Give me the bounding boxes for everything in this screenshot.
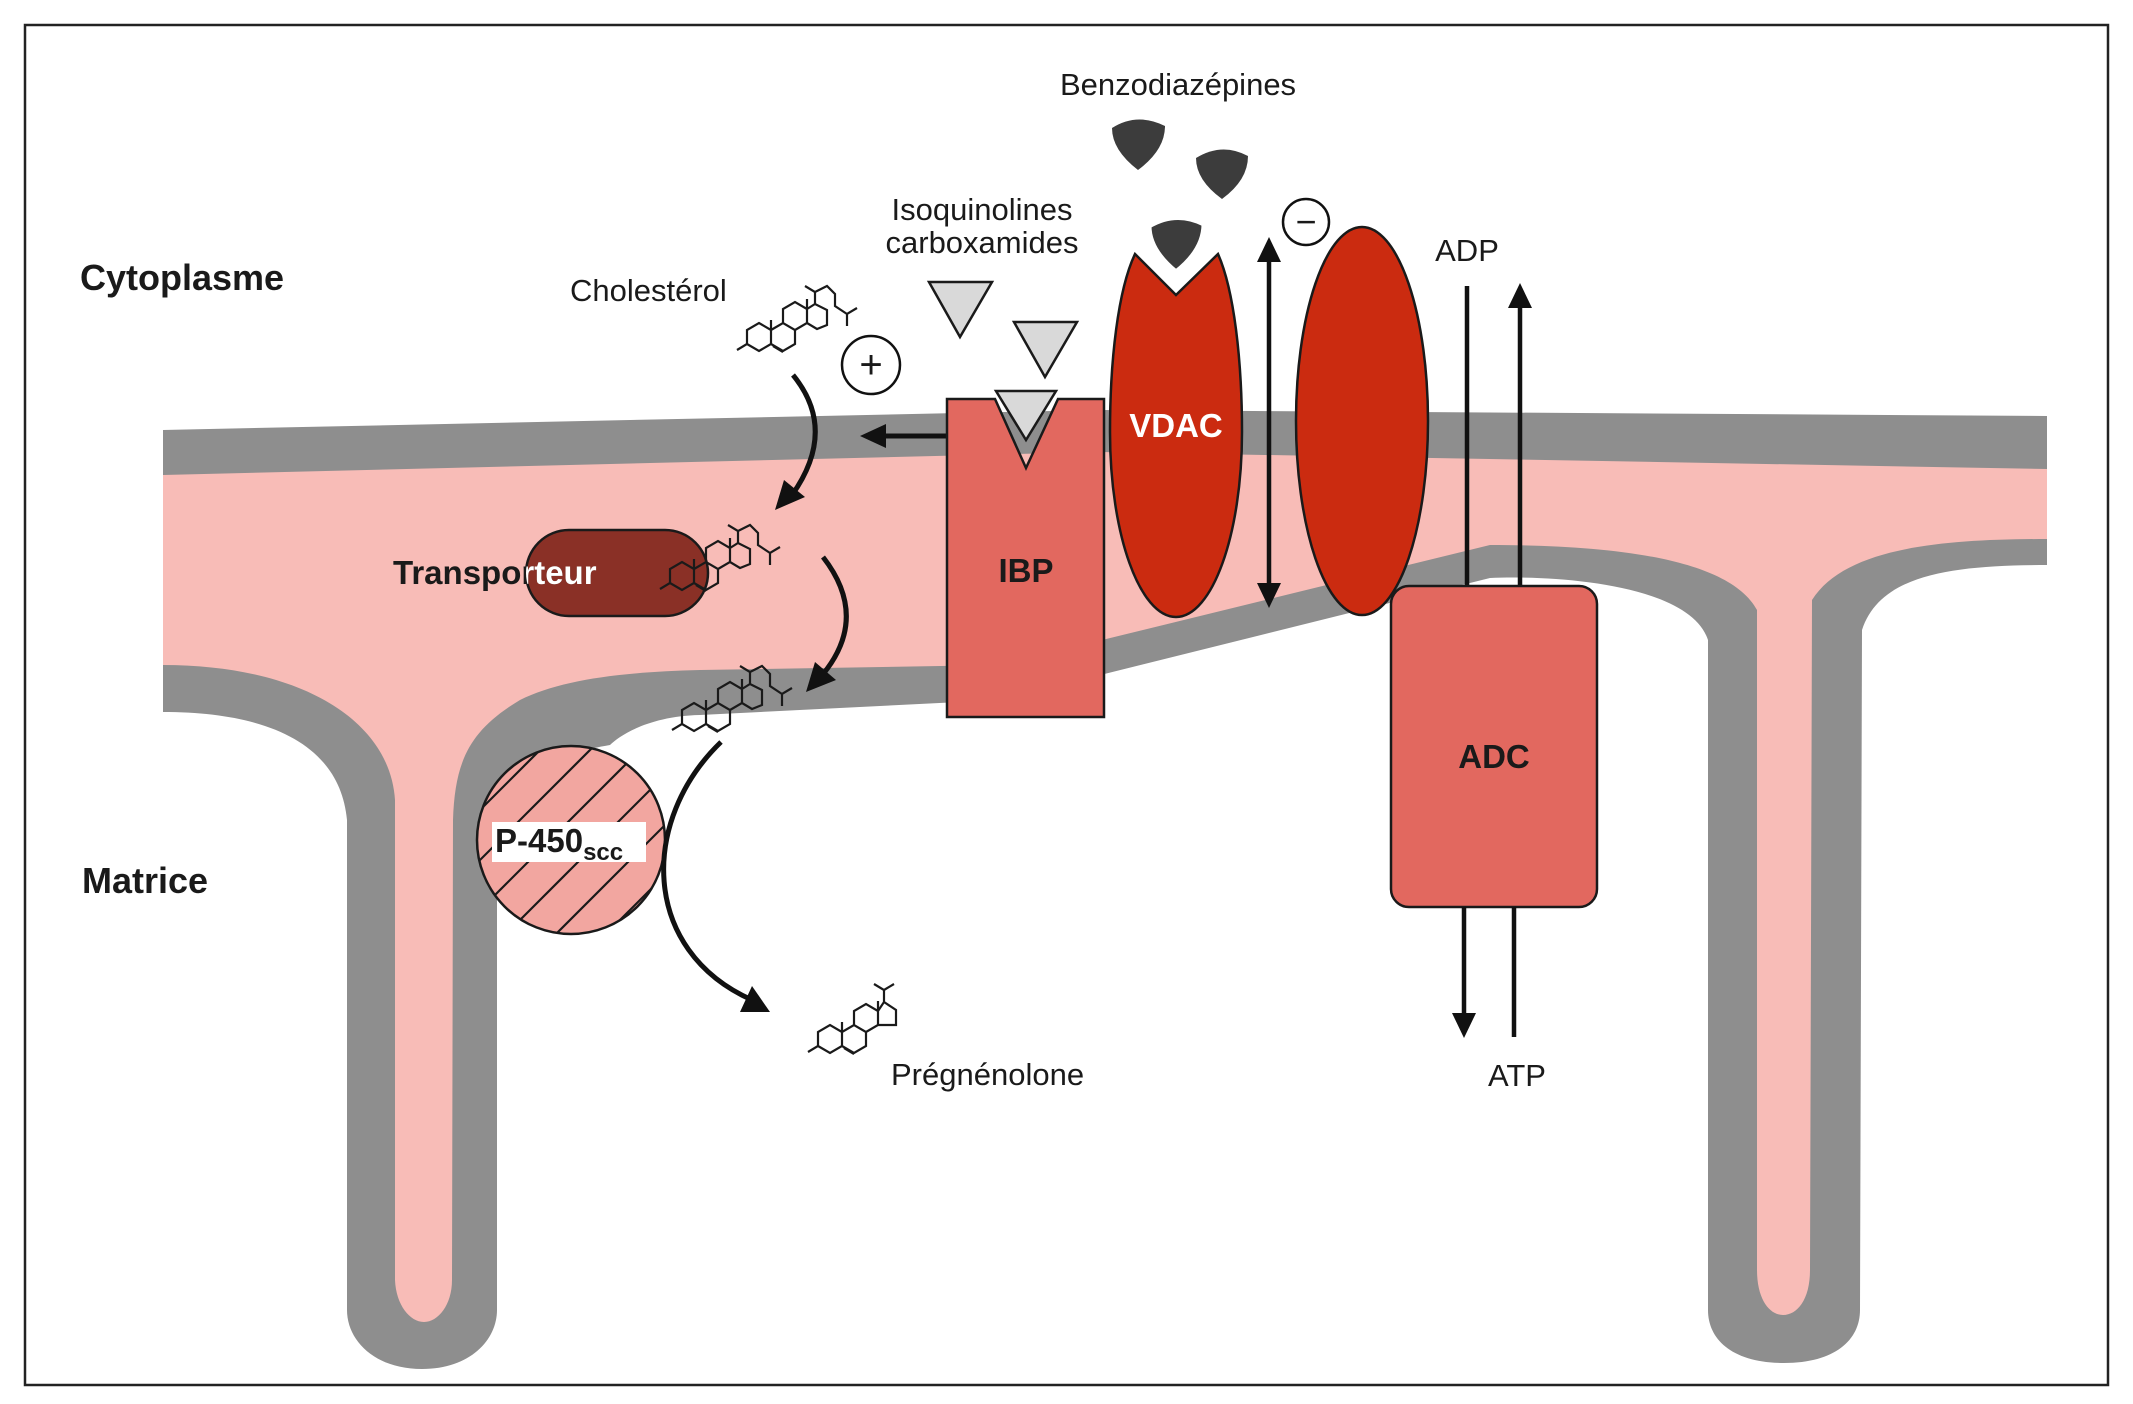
benzodiazepine-bound-icon bbox=[1146, 215, 1207, 276]
ibp-receptor[interactable]: IBP bbox=[945, 389, 1106, 719]
vdac-channel[interactable]: VDAC bbox=[1108, 215, 1430, 619]
arrowhead-icon bbox=[1508, 283, 1532, 308]
transporter-label: Transporteur bbox=[393, 554, 597, 591]
vdac-gating-double-arrow bbox=[1257, 237, 1281, 608]
vdac-label: VDAC bbox=[1129, 407, 1223, 444]
isoquinoline-triangle-icon bbox=[926, 280, 995, 340]
cholesterol-label: Cholestérol bbox=[570, 273, 727, 308]
mitochondrial-membranes bbox=[163, 410, 2047, 1369]
pregnenolone-label: Prégnénolone bbox=[891, 1057, 1084, 1092]
isoquinolines-label-line2: carboxamides bbox=[886, 225, 1079, 260]
ibp-label: IBP bbox=[998, 552, 1053, 589]
benzodiazepine-ligands bbox=[1112, 119, 1248, 199]
arrowhead-icon bbox=[1452, 1013, 1476, 1038]
arrowhead-icon bbox=[806, 662, 836, 692]
p450-subscript: scc bbox=[583, 839, 623, 866]
conversion-arrow bbox=[661, 740, 754, 1003]
p450-main: P-450 bbox=[495, 822, 583, 859]
benzodiazepine-icon bbox=[1196, 149, 1248, 199]
isoquinolines-label-line1: Isoquinolines bbox=[892, 192, 1073, 227]
inner-membrane-transfer-arrow bbox=[816, 555, 849, 682]
isoquinoline-triangle-icon bbox=[1011, 320, 1080, 380]
arrowhead-icon bbox=[775, 480, 805, 510]
cholesterol-transport-arrow bbox=[789, 373, 818, 497]
adc-carrier[interactable]: ADC bbox=[1389, 584, 1599, 909]
svg-text:−: − bbox=[1295, 201, 1316, 242]
atp-label: ATP bbox=[1488, 1058, 1546, 1093]
adp-label: ADP bbox=[1435, 233, 1499, 268]
adc-label: ADC bbox=[1458, 738, 1530, 775]
isoquinoline-bound-icon bbox=[993, 389, 1059, 443]
isoquinoline-ligands bbox=[926, 280, 1080, 380]
svg-text:+: + bbox=[859, 343, 882, 387]
p450scc-label: P-450scc bbox=[495, 822, 623, 866]
transporter-label-overlay: Transporteur bbox=[393, 554, 597, 591]
arrowhead-icon bbox=[740, 986, 770, 1012]
vdac-second-subunit bbox=[1294, 225, 1430, 617]
benzodiazepines-label: Benzodiazépines bbox=[1060, 67, 1296, 102]
region-label-cytoplasm: Cytoplasme bbox=[80, 257, 284, 298]
region-label-matrix: Matrice bbox=[82, 860, 208, 901]
transporter-protein[interactable]: Transporteur Transporteur bbox=[393, 528, 710, 618]
benzodiazepine-icon bbox=[1112, 119, 1165, 170]
inhibition-sign: − bbox=[1281, 197, 1331, 247]
arrowhead-icon bbox=[860, 424, 886, 448]
stimulation-sign: + bbox=[840, 334, 902, 396]
intermembrane-space bbox=[163, 452, 2047, 1322]
